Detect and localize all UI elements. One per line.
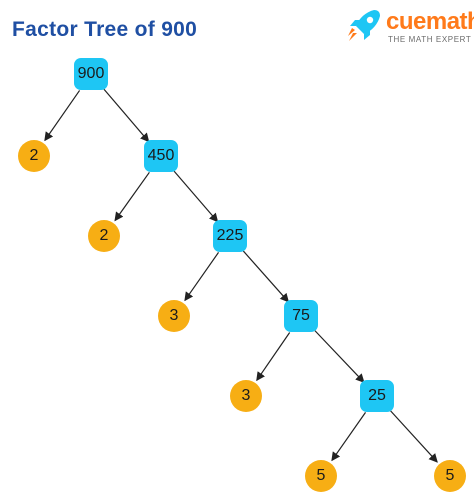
composite-node-225: 225 <box>213 220 247 252</box>
prime-factor-node-5: 5 <box>305 460 337 492</box>
edge-75-to-3 <box>256 332 291 382</box>
composite-node-25: 25 <box>360 380 394 412</box>
prime-factor-node-3: 3 <box>230 380 262 412</box>
cuemath-logo: cuemath THE MATH EXPERT <box>344 6 474 46</box>
edge-25-to-5 <box>390 410 438 463</box>
logo-wordmark: cuemath <box>386 8 474 35</box>
prime-factor-node-5: 5 <box>434 460 466 492</box>
edge-450-to-225 <box>173 170 219 223</box>
edge-225-to-3 <box>184 252 220 302</box>
logo-tagline: THE MATH EXPERT <box>388 35 472 44</box>
edge-900-to-450 <box>103 88 150 143</box>
composite-node-900: 900 <box>74 58 108 90</box>
rocket-icon <box>348 10 380 41</box>
edge-450-to-2 <box>114 171 150 222</box>
composite-node-450: 450 <box>144 140 178 172</box>
prime-factor-node-3: 3 <box>158 300 190 332</box>
edge-225-to-75 <box>242 250 290 303</box>
edge-25-to-5 <box>331 412 367 462</box>
edge-75-to-25 <box>314 330 365 383</box>
page-title: Factor Tree of 900 <box>12 18 198 41</box>
prime-factor-node-2: 2 <box>88 220 120 252</box>
edge-900-to-2 <box>44 90 81 142</box>
prime-factor-node-2: 2 <box>18 140 50 172</box>
composite-node-75: 75 <box>284 300 318 332</box>
